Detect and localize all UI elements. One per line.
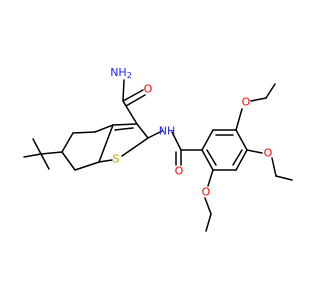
bond <box>147 130 163 139</box>
atom-nh2: NH2 <box>110 66 132 80</box>
atom-oxygen-benzamide: O <box>175 165 184 178</box>
atom-sulfur: S <box>113 153 120 166</box>
bond <box>250 97 267 102</box>
bond <box>201 149 214 171</box>
atom-labels: NH2 O NH S O O O O <box>110 66 272 199</box>
bond <box>40 153 50 170</box>
bond <box>232 149 243 166</box>
molecule-structure-diagram: NH2 O NH S O O O O <box>23 66 293 232</box>
bonds <box>23 79 293 232</box>
bond <box>275 175 293 181</box>
bond <box>207 169 214 187</box>
bond <box>98 124 114 163</box>
bond <box>265 83 276 99</box>
molecule-svg: NH2 O NH S O O O O <box>23 66 293 232</box>
bond <box>235 108 243 131</box>
bond <box>122 100 138 125</box>
bond <box>235 149 248 171</box>
atom-oxygen-amide: O <box>144 83 153 96</box>
atom-oxygen-ethoxy-middle: O <box>264 147 273 160</box>
bond <box>112 123 138 126</box>
bond <box>40 151 63 155</box>
atom-oxygen-ethoxy-bottom: O <box>202 186 211 199</box>
bond <box>246 149 263 154</box>
bond <box>23 153 42 158</box>
bond <box>171 131 182 151</box>
bond <box>205 213 212 232</box>
bond <box>61 132 74 153</box>
atom-nh: NH <box>159 125 176 138</box>
bond <box>72 131 96 134</box>
bond <box>201 129 214 151</box>
bond <box>122 79 125 102</box>
bond <box>74 161 100 171</box>
bond <box>271 157 277 177</box>
bond <box>206 149 217 166</box>
bond <box>122 89 144 102</box>
bond <box>121 137 149 157</box>
bond <box>61 151 76 171</box>
bond <box>136 123 149 139</box>
bond <box>114 127 134 131</box>
bond <box>125 94 146 107</box>
bond <box>98 159 113 163</box>
bond <box>204 197 212 215</box>
bond <box>235 129 248 151</box>
bond <box>94 124 114 133</box>
bond <box>32 138 42 155</box>
atom-oxygen-ethoxy-top: O <box>242 96 251 109</box>
